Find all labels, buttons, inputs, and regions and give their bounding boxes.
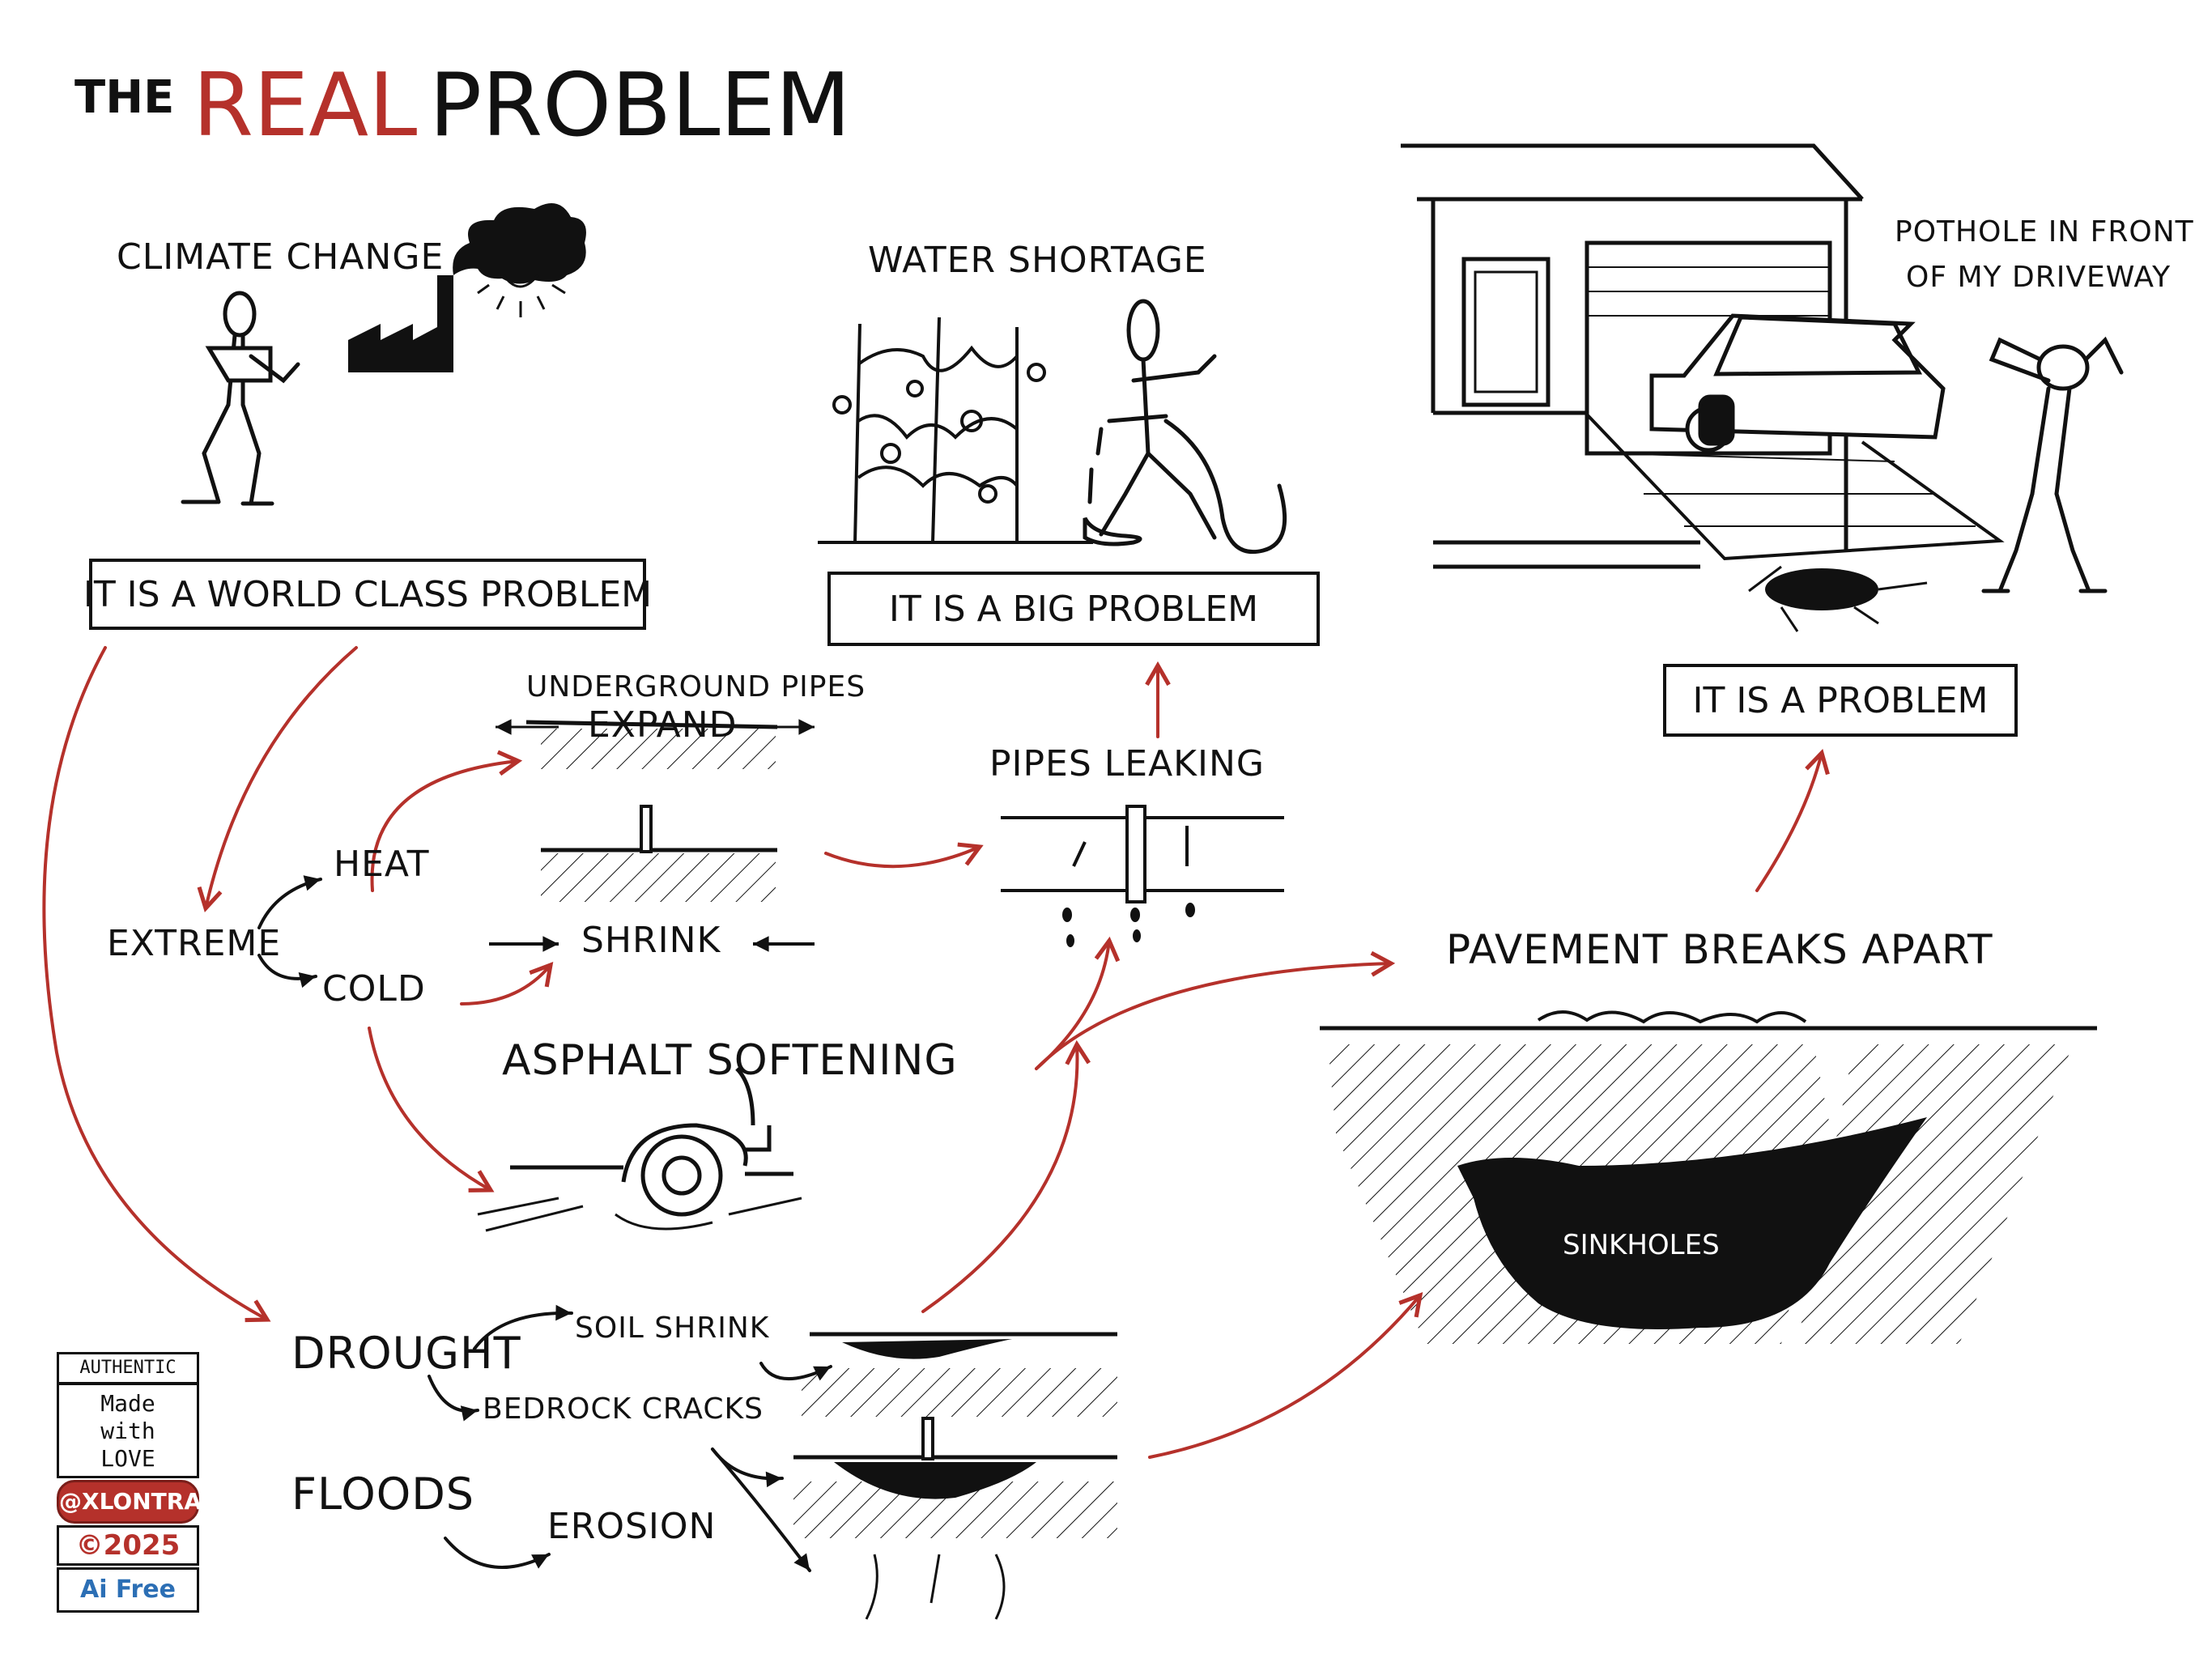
pipe-leak-icon	[1001, 805, 1284, 903]
label-asphalt-softening: ASPHALT SOFTENING	[502, 1036, 958, 1085]
worried-figure-icon	[1981, 336, 2124, 593]
water-drop-icon	[1062, 903, 1195, 947]
box-a-problem: IT IS A PROBLEM	[1663, 664, 2018, 737]
title-problem: PROBLEM	[429, 55, 851, 156]
badge-made-with-love: Made with LOVE	[57, 1383, 199, 1478]
authentic-badge: AUTHENTIC Made with LOVE @XLONTRAX ©2025…	[57, 1352, 219, 1614]
sinkhole-icon	[1320, 1010, 2097, 1344]
label-shrink: SHRINK	[581, 920, 721, 961]
badge-year: ©2025	[57, 1525, 199, 1566]
label-heat: HEAT	[334, 844, 430, 885]
label-pavement-breaks-apart: PAVEMENT BREAKS APART	[1446, 926, 1993, 973]
label-pothole-line2: OF MY DRIVEWAY	[1906, 261, 2172, 294]
plant-icon	[818, 317, 1093, 544]
badge-ai-free: Ai Free	[57, 1567, 199, 1613]
label-drought: DROUGHT	[291, 1328, 521, 1379]
flow-arrows	[257, 875, 832, 1572]
title-the: THE	[74, 71, 175, 124]
title-real: REAL	[193, 55, 418, 156]
label-cold: COLD	[322, 968, 426, 1010]
badge-handle: @XLONTRAX	[57, 1480, 219, 1524]
climate-figure-icon	[181, 291, 300, 506]
label-extreme: EXTREME	[107, 923, 282, 964]
box-world-class-problem: IT IS A WORLD CLASS PROBLEM	[83, 559, 652, 630]
label-floods: FLOODS	[291, 1469, 475, 1520]
soil-shrink-icon	[802, 1332, 1117, 1417]
pothole-icon	[1748, 565, 1928, 632]
label-pipes-leaking: PIPES LEAKING	[989, 743, 1266, 784]
car-icon	[1649, 313, 1946, 453]
driveway-icon	[1585, 413, 2005, 561]
factory-icon	[348, 275, 453, 372]
badge-authentic: AUTHENTIC	[57, 1352, 199, 1384]
watering-hose-icon	[1083, 299, 1287, 555]
label-underground-pipes: UNDERGROUND PIPES	[526, 670, 866, 704]
label-expand: EXPAND	[588, 704, 738, 746]
tire-icon	[477, 1067, 802, 1232]
sun-icon	[477, 274, 566, 317]
pipe-expand-icon	[496, 722, 815, 902]
bedrock-crack-icon	[793, 1417, 1117, 1620]
label-sinkholes: SINKHOLES	[1563, 1229, 1720, 1261]
smoke-cloud-icon	[453, 202, 586, 284]
label-climate-change: CLIMATE CHANGE	[117, 236, 445, 278]
label-soil-shrink: SOIL SHRINK	[575, 1312, 770, 1345]
label-bedrock-cracks: BEDROCK CRACKS	[483, 1392, 764, 1426]
causal-arrows	[42, 646, 1830, 1459]
label-pothole-line1: POTHOLE IN FRONT	[1895, 215, 2194, 249]
box-big-problem: IT IS A BIG PROBLEM	[827, 572, 1320, 646]
label-erosion: EROSION	[547, 1506, 717, 1547]
label-water-shortage: WATER SHORTAGE	[868, 240, 1207, 281]
